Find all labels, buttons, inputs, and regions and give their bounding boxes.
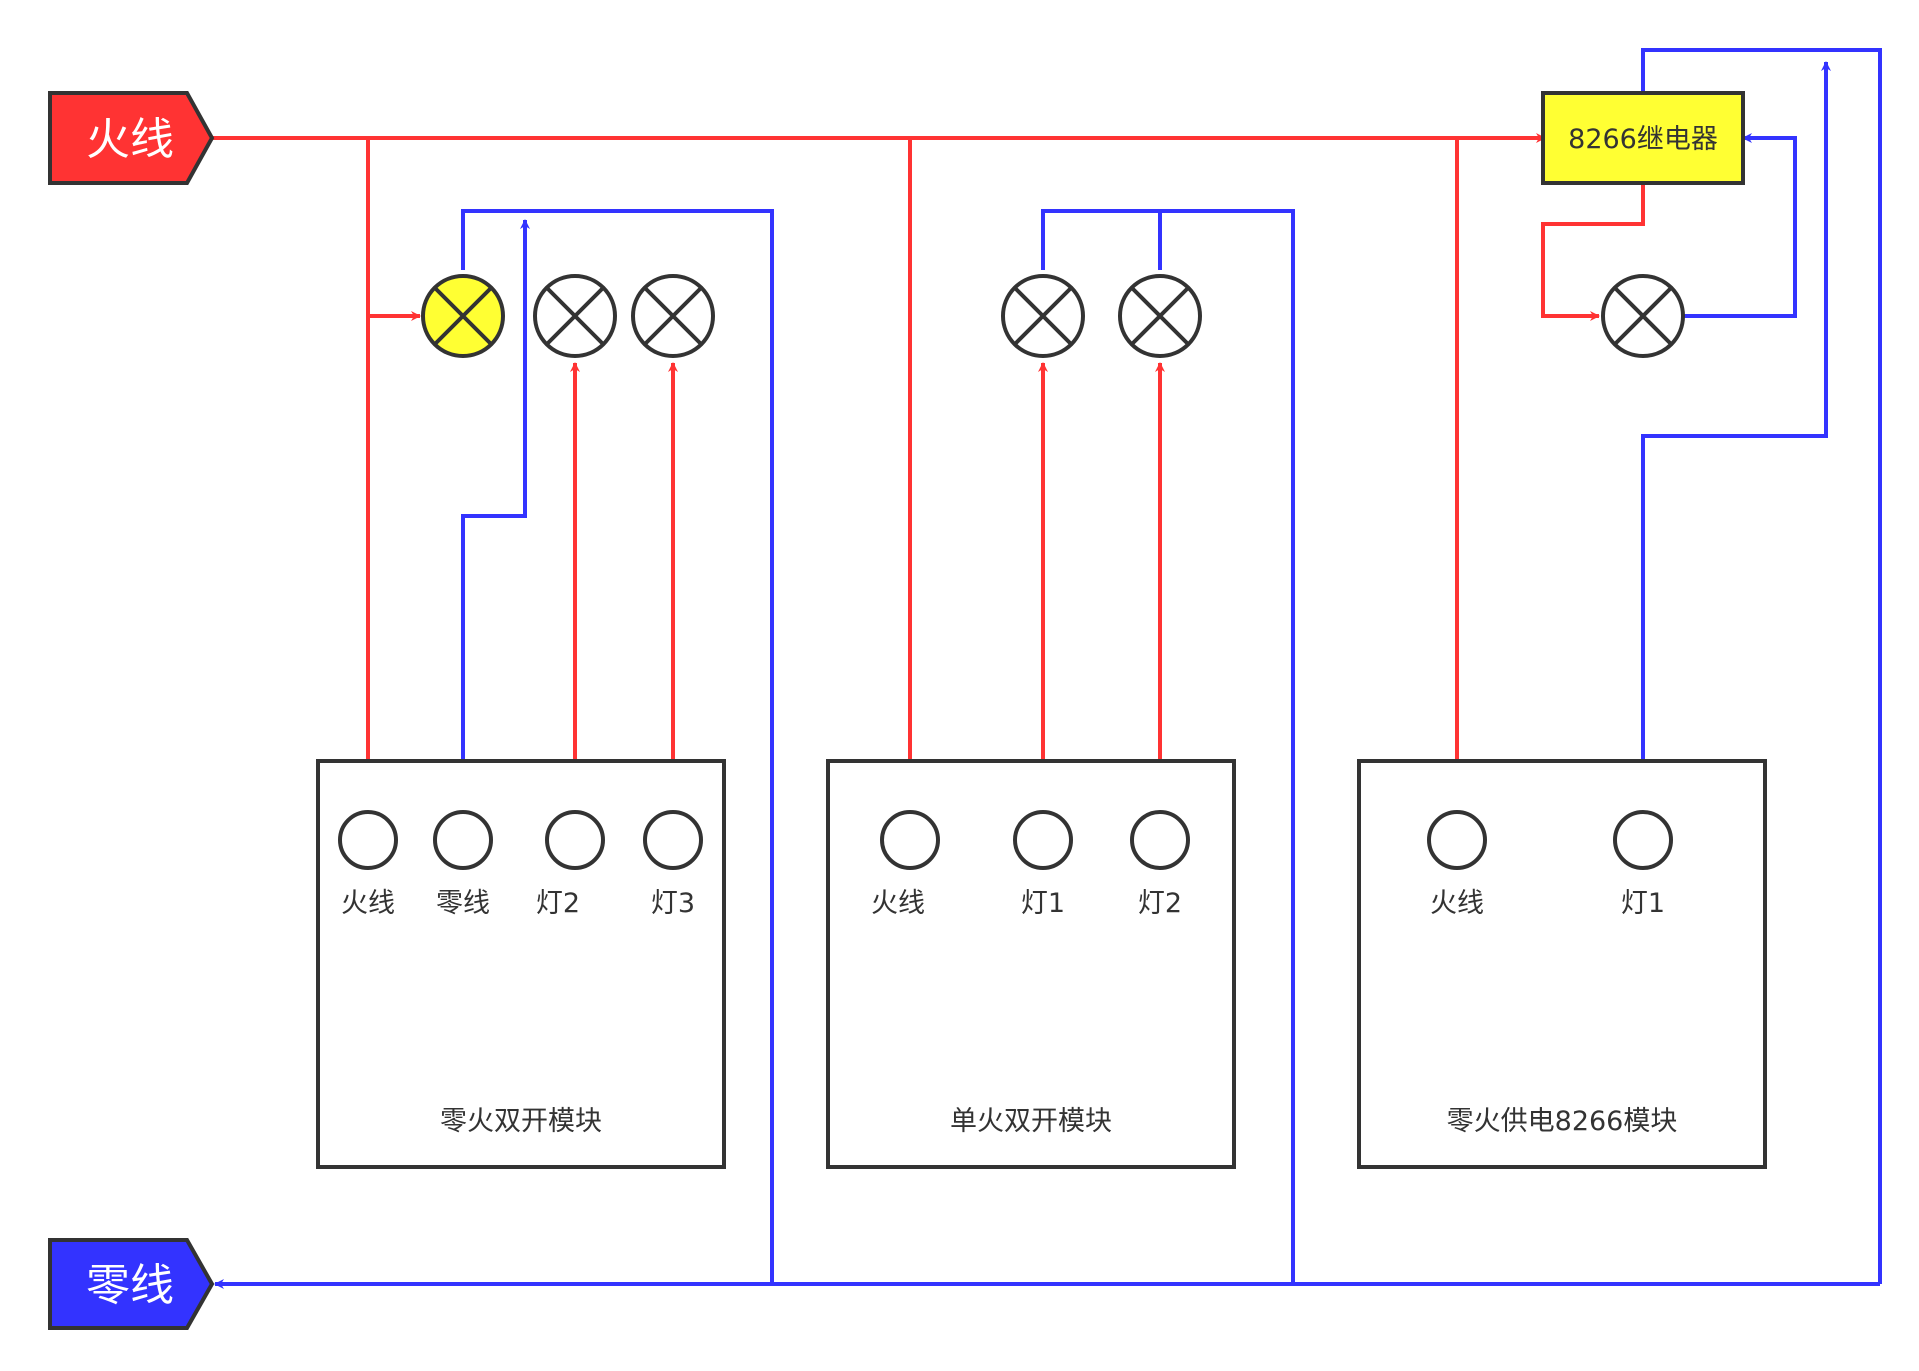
live-wires <box>212 133 1645 813</box>
terminal-light2 <box>1130 810 1190 870</box>
wire-m1-neutral-to-lamp1 <box>461 219 530 812</box>
live-bus-tag: 火线 <box>48 91 215 185</box>
relay-8266: 8266继电器 <box>1541 91 1745 185</box>
terminal-light2 <box>545 810 605 870</box>
relay-label: 8266继电器 <box>1568 124 1718 155</box>
neutral-bus-label: 零线 <box>86 1260 174 1311</box>
terminal-label: 火线 <box>871 888 925 919</box>
terminal-label: 零线 <box>436 888 490 919</box>
lamp-3 <box>631 274 715 358</box>
terminal-label: 灯2 <box>1138 888 1182 919</box>
neutral-return-right <box>1641 48 1882 1284</box>
lamp-1 <box>421 274 505 358</box>
lamp-cross <box>1130 286 1190 346</box>
terminal-live <box>338 810 398 870</box>
module-zero-fire-double: 火线 零线 灯2 灯3 零火双开模块 <box>316 759 726 1169</box>
lamp-cross <box>545 286 605 346</box>
wire-lamp6-to-relay <box>1683 133 1797 318</box>
terminal-light1 <box>1013 810 1073 870</box>
terminal-label: 灯2 <box>536 888 580 919</box>
lamp-6 <box>1601 274 1685 358</box>
terminal-label: 灯3 <box>651 888 695 919</box>
terminal-label: 火线 <box>1430 888 1484 919</box>
terminal-light3 <box>643 810 703 870</box>
terminal-label: 火线 <box>341 888 395 919</box>
relay-box <box>1541 91 1745 185</box>
neutral-bus-tag: 零线 <box>48 1238 215 1330</box>
module-single-fire-double: 火线 灯1 灯2 单火双开模块 <box>826 759 1236 1169</box>
module-title: 零火双开模块 <box>440 1106 602 1137</box>
lamp-cross <box>433 286 493 346</box>
lamp-5 <box>1118 274 1202 358</box>
module-box <box>1357 759 1767 1169</box>
lamp-cross <box>1013 286 1073 346</box>
wire-relay-to-lamp6 <box>1541 183 1645 321</box>
terminal-live <box>880 810 940 870</box>
terminal-live <box>1427 810 1487 870</box>
module-title: 零火供电8266模块 <box>1447 1106 1678 1137</box>
neutral-wires <box>214 48 1882 1289</box>
neutral-return-left <box>461 209 774 1284</box>
terminal-neutral <box>433 810 493 870</box>
module-title: 单火双开模块 <box>950 1106 1112 1137</box>
lamp-cross <box>1613 286 1673 346</box>
wire-m3-light1-up <box>1641 61 1831 812</box>
neutral-bus-tag-shape <box>48 1238 215 1330</box>
lamp-2 <box>533 274 617 358</box>
module-zero-fire-8266: 火线 灯1 零火供电8266模块 <box>1357 759 1767 1169</box>
lamp-4 <box>1001 274 1085 358</box>
neutral-return-middle <box>1041 209 1295 1284</box>
live-bus-label: 火线 <box>86 114 174 165</box>
terminal-label: 灯1 <box>1021 888 1065 919</box>
lamp-cross <box>643 286 703 346</box>
terminal-label: 灯1 <box>1621 888 1665 919</box>
terminal-light1 <box>1613 810 1673 870</box>
live-bus-tag-shape <box>48 91 215 185</box>
